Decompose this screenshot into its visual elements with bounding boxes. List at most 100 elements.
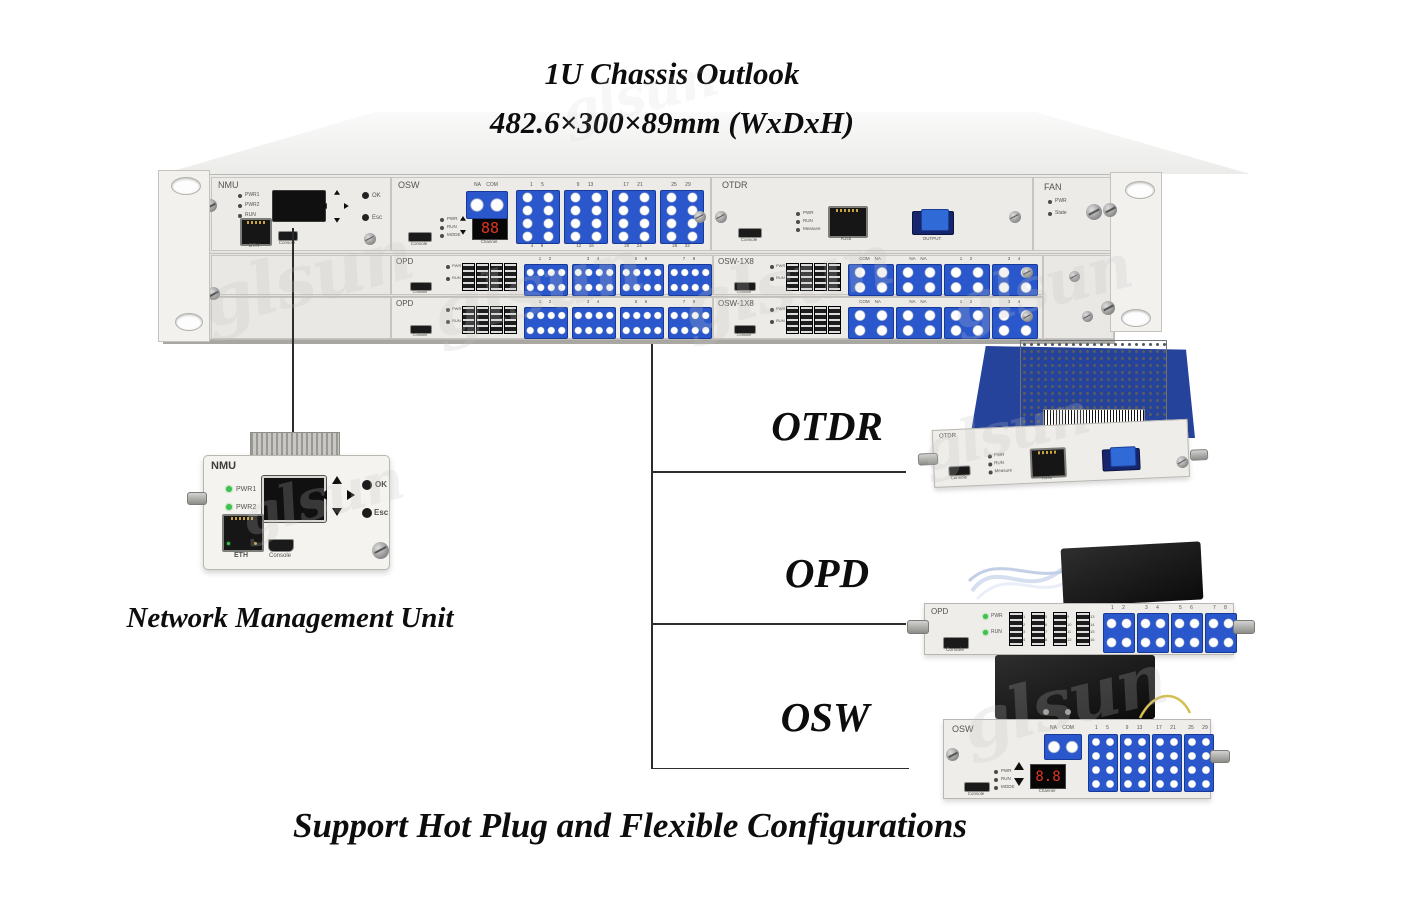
lc-port-group[interactable]	[896, 307, 942, 339]
lc-port-group[interactable]	[848, 264, 894, 296]
right-arrow-button[interactable]	[344, 203, 349, 209]
channel-down-button[interactable]	[1014, 778, 1024, 786]
lc-port-group[interactable]	[524, 307, 568, 339]
eth-port-label: ETH	[249, 243, 259, 249]
channel-up-button[interactable]	[1014, 762, 1024, 770]
lc-port-group[interactable]	[896, 264, 942, 296]
down-arrow-button[interactable]	[334, 218, 340, 223]
up-arrow-button[interactable]	[334, 190, 340, 195]
rj45-port[interactable]	[828, 206, 868, 238]
thumbscrew[interactable]	[372, 542, 389, 559]
lc-port-group[interactable]	[1120, 734, 1150, 792]
thumbscrew[interactable]	[694, 211, 706, 223]
thumbscrew[interactable]	[1086, 204, 1102, 220]
lc-port-group[interactable]	[1152, 734, 1182, 792]
console-port[interactable]	[734, 325, 756, 334]
lc-port-group[interactable]	[524, 264, 568, 296]
port-group-header: 1 2	[538, 299, 552, 304]
nmu-label: NMU	[211, 460, 237, 472]
otdr-output-port[interactable]	[1101, 446, 1141, 472]
dip-numbers: 13 14 15 16	[1090, 614, 1095, 642]
console-port[interactable]	[278, 231, 298, 241]
ear-hole	[1121, 309, 1151, 327]
side-thumbscrew[interactable]	[917, 452, 939, 466]
left-arrow-button[interactable]	[322, 203, 327, 209]
thumbscrew[interactable]	[1101, 301, 1115, 315]
lc-port-group[interactable]	[668, 307, 712, 339]
mode-led-label: MODE	[1001, 784, 1015, 789]
thumbscrew[interactable]	[715, 211, 727, 223]
side-thumbscrew[interactable]	[1233, 620, 1255, 634]
side-thumbscrew[interactable]	[187, 492, 207, 505]
run-led	[770, 277, 774, 281]
console-port[interactable]	[408, 232, 432, 242]
port-group-header: 7 8	[682, 299, 696, 304]
ok-button[interactable]	[362, 192, 369, 199]
lc-port-group[interactable]	[620, 264, 664, 296]
thumbscrew[interactable]	[207, 287, 220, 300]
console-port[interactable]	[410, 325, 432, 334]
lc-port-group[interactable]	[944, 307, 990, 339]
eth-port[interactable]	[222, 514, 264, 552]
console-port[interactable]	[410, 282, 432, 291]
lc-port-group[interactable]	[572, 307, 616, 339]
na-com-port[interactable]	[1044, 734, 1082, 760]
thumbscrew[interactable]	[1082, 311, 1093, 322]
esc-button[interactable]	[362, 214, 369, 221]
console-port[interactable]	[738, 228, 762, 238]
lc-port-group[interactable]	[612, 190, 656, 244]
channel-up-button[interactable]	[460, 216, 466, 221]
console-port[interactable]	[943, 637, 969, 649]
ok-button[interactable]	[362, 480, 372, 490]
otdr-output-port[interactable]	[912, 209, 954, 235]
title-line1: 1U Chassis Outlook	[544, 56, 800, 91]
lc-port-group[interactable]	[1184, 734, 1214, 792]
dip-indicator-bank	[1031, 612, 1045, 646]
right-arrow-button[interactable]	[347, 490, 355, 500]
port-group-header: 1 2	[959, 256, 973, 261]
lc-port-group[interactable]	[1171, 613, 1203, 653]
console-port[interactable]	[268, 539, 294, 552]
lc-port-group[interactable]	[620, 307, 664, 339]
eth-port[interactable]	[240, 218, 272, 246]
thumbscrew[interactable]	[364, 233, 376, 245]
thumbscrew[interactable]	[1022, 311, 1033, 322]
down-arrow-button[interactable]	[332, 508, 342, 516]
lc-port-group[interactable]	[1137, 613, 1169, 653]
dip-indicator-bank	[786, 263, 799, 291]
handle-pin[interactable]	[1189, 449, 1209, 461]
up-arrow-button[interactable]	[332, 476, 342, 484]
ok-button-label: OK	[372, 193, 381, 199]
thumbscrew[interactable]	[1176, 455, 1189, 469]
otdr-front-panel: OTDR Console PWR RUN Measure RJ45	[917, 418, 1209, 488]
esc-button[interactable]	[362, 508, 372, 518]
na-com-port[interactable]	[466, 191, 508, 219]
thumbscrew[interactable]	[1069, 271, 1080, 282]
console-port[interactable]	[734, 282, 756, 291]
lc-port-group[interactable]	[1205, 613, 1237, 653]
thumbscrew[interactable]	[946, 748, 959, 761]
port-group-header: COM NA	[859, 256, 881, 261]
thumbscrew[interactable]	[1009, 211, 1021, 223]
port-group-header: 1 5	[1095, 725, 1109, 731]
dip-indicator-bank	[1053, 612, 1067, 646]
side-thumbscrew[interactable]	[907, 620, 929, 634]
lc-port-group[interactable]	[572, 264, 616, 296]
lc-port-group[interactable]	[1088, 734, 1118, 792]
pwr-led-label: PWR	[452, 306, 462, 311]
left-arrow-button[interactable]	[319, 490, 327, 500]
side-thumbscrew[interactable]	[1210, 750, 1230, 763]
lc-port-group[interactable]	[944, 264, 990, 296]
lc-port-group[interactable]	[1103, 613, 1135, 653]
channel-down-button[interactable]	[460, 230, 466, 235]
lc-port-group[interactable]	[848, 307, 894, 339]
run-led	[440, 226, 444, 230]
lc-port-group[interactable]	[564, 190, 608, 244]
console-port[interactable]	[964, 782, 990, 792]
thumbscrew[interactable]	[1022, 267, 1033, 278]
sc-connector	[1109, 446, 1137, 468]
lc-port-group[interactable]	[516, 190, 560, 244]
thumbscrew[interactable]	[1103, 203, 1117, 217]
lc-port-group[interactable]	[668, 264, 712, 296]
run-led	[796, 220, 800, 224]
